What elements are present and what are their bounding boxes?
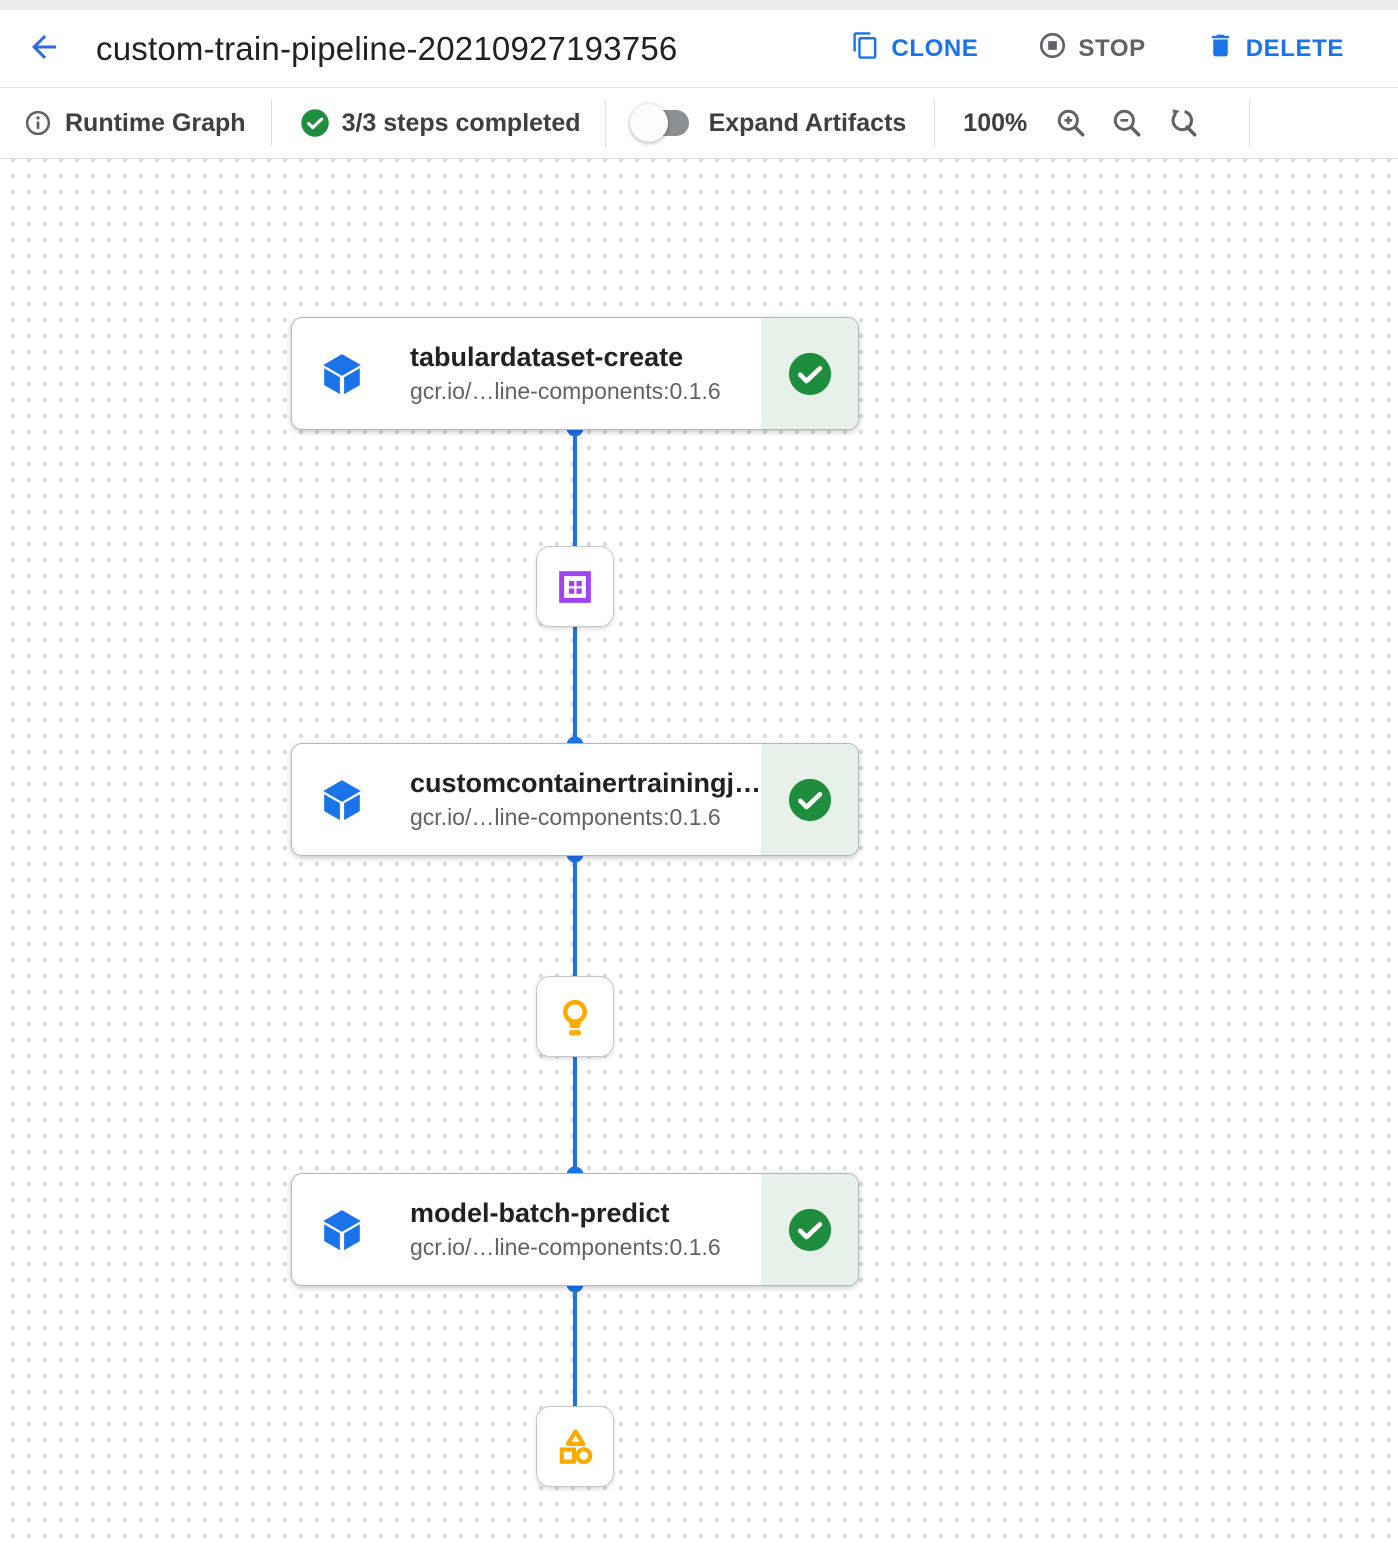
info-icon[interactable] [23,108,53,138]
zoom-out-icon [1111,107,1143,139]
toolbar-divider [934,100,936,146]
status-badge [761,744,858,855]
zoom-reset-button[interactable] [1167,107,1199,139]
trash-icon [1206,31,1235,67]
step-title: tabulardataset-create [410,342,684,372]
steps-status-group: 3/3 steps completed [300,108,581,138]
zoom-out-button[interactable] [1111,107,1143,139]
step-title: customcontainertrainingj… [410,768,762,798]
step-node-text: customcontainertrainingj… gcr.io/…line-c… [410,768,761,831]
toggle-knob [629,104,668,142]
component-cube-icon [319,777,365,823]
artifact-node-model[interactable] [536,976,614,1057]
toolbar-divider [270,100,272,146]
clone-label: CLONE [891,34,979,62]
shapes-icon [553,1425,597,1469]
step-node-text: model-batch-predict gcr.io/…line-compone… [410,1198,721,1261]
clone-button[interactable]: CLONE [851,31,978,67]
zoom-reset-icon [1167,107,1199,139]
step-node-tabulardataset-create[interactable]: tabulardataset-create gcr.io/…line-compo… [291,317,859,430]
check-circle-icon [787,351,833,397]
component-cube-icon [319,1207,365,1253]
runtime-graph-label: Runtime Graph [65,108,246,137]
check-circle-icon [300,108,330,138]
header: custom-train-pipeline-20210927193756 CLO… [0,10,1398,88]
steps-status-label: 3/3 steps completed [341,108,581,137]
step-subtitle: gcr.io/…line-components:0.1.6 [410,378,721,404]
step-subtitle: gcr.io/…line-components:0.1.6 [410,804,721,830]
artifact-node-dataset[interactable] [536,546,614,627]
runtime-graph-group: Runtime Graph [23,108,246,138]
step-subtitle: gcr.io/…line-components:0.1.6 [410,1234,721,1260]
dataset-icon [553,565,597,609]
graph-toolbar: Runtime Graph 3/3 steps completed Expand… [0,88,1398,159]
stop-button[interactable]: STOP [1038,31,1145,67]
expand-artifacts-label: Expand Artifacts [708,108,907,137]
back-button[interactable] [22,27,66,71]
step-node-text: tabulardataset-create gcr.io/…line-compo… [410,342,721,405]
step-node-model-batch-predict[interactable]: model-batch-predict gcr.io/…line-compone… [291,1173,859,1286]
step-node-customcontainertrainingjob[interactable]: customcontainertrainingj… gcr.io/…line-c… [291,743,859,856]
lightbulb-icon [553,995,597,1039]
step-title: model-batch-predict [410,1198,670,1228]
status-badge [761,318,858,429]
expand-artifacts-toggle[interactable] [629,104,689,142]
component-cube-icon [319,351,365,397]
stop-icon [1038,31,1067,67]
window-top-strip [0,0,1398,10]
toolbar-divider [604,100,606,146]
expand-artifacts-group: Expand Artifacts [629,104,907,142]
delete-button[interactable]: DELETE [1206,31,1344,67]
zoom-level: 100% [963,108,1028,137]
copy-icon [851,31,880,67]
zoom-in-icon [1055,107,1087,139]
zoom-in-button[interactable] [1055,107,1087,139]
arrow-back-icon [26,29,62,68]
artifact-node-metrics[interactable] [536,1406,614,1487]
header-actions: CLONE STOP DELETE [851,31,1344,67]
check-circle-icon [787,777,833,823]
delete-label: DELETE [1245,34,1344,62]
check-circle-icon [787,1207,833,1253]
status-badge [761,1174,858,1285]
stop-label: STOP [1078,34,1146,62]
pipeline-canvas[interactable]: tabulardataset-create gcr.io/…line-compo… [0,159,1398,1542]
page-title: custom-train-pipeline-20210927193756 [96,29,678,67]
toolbar-divider [1249,100,1251,146]
